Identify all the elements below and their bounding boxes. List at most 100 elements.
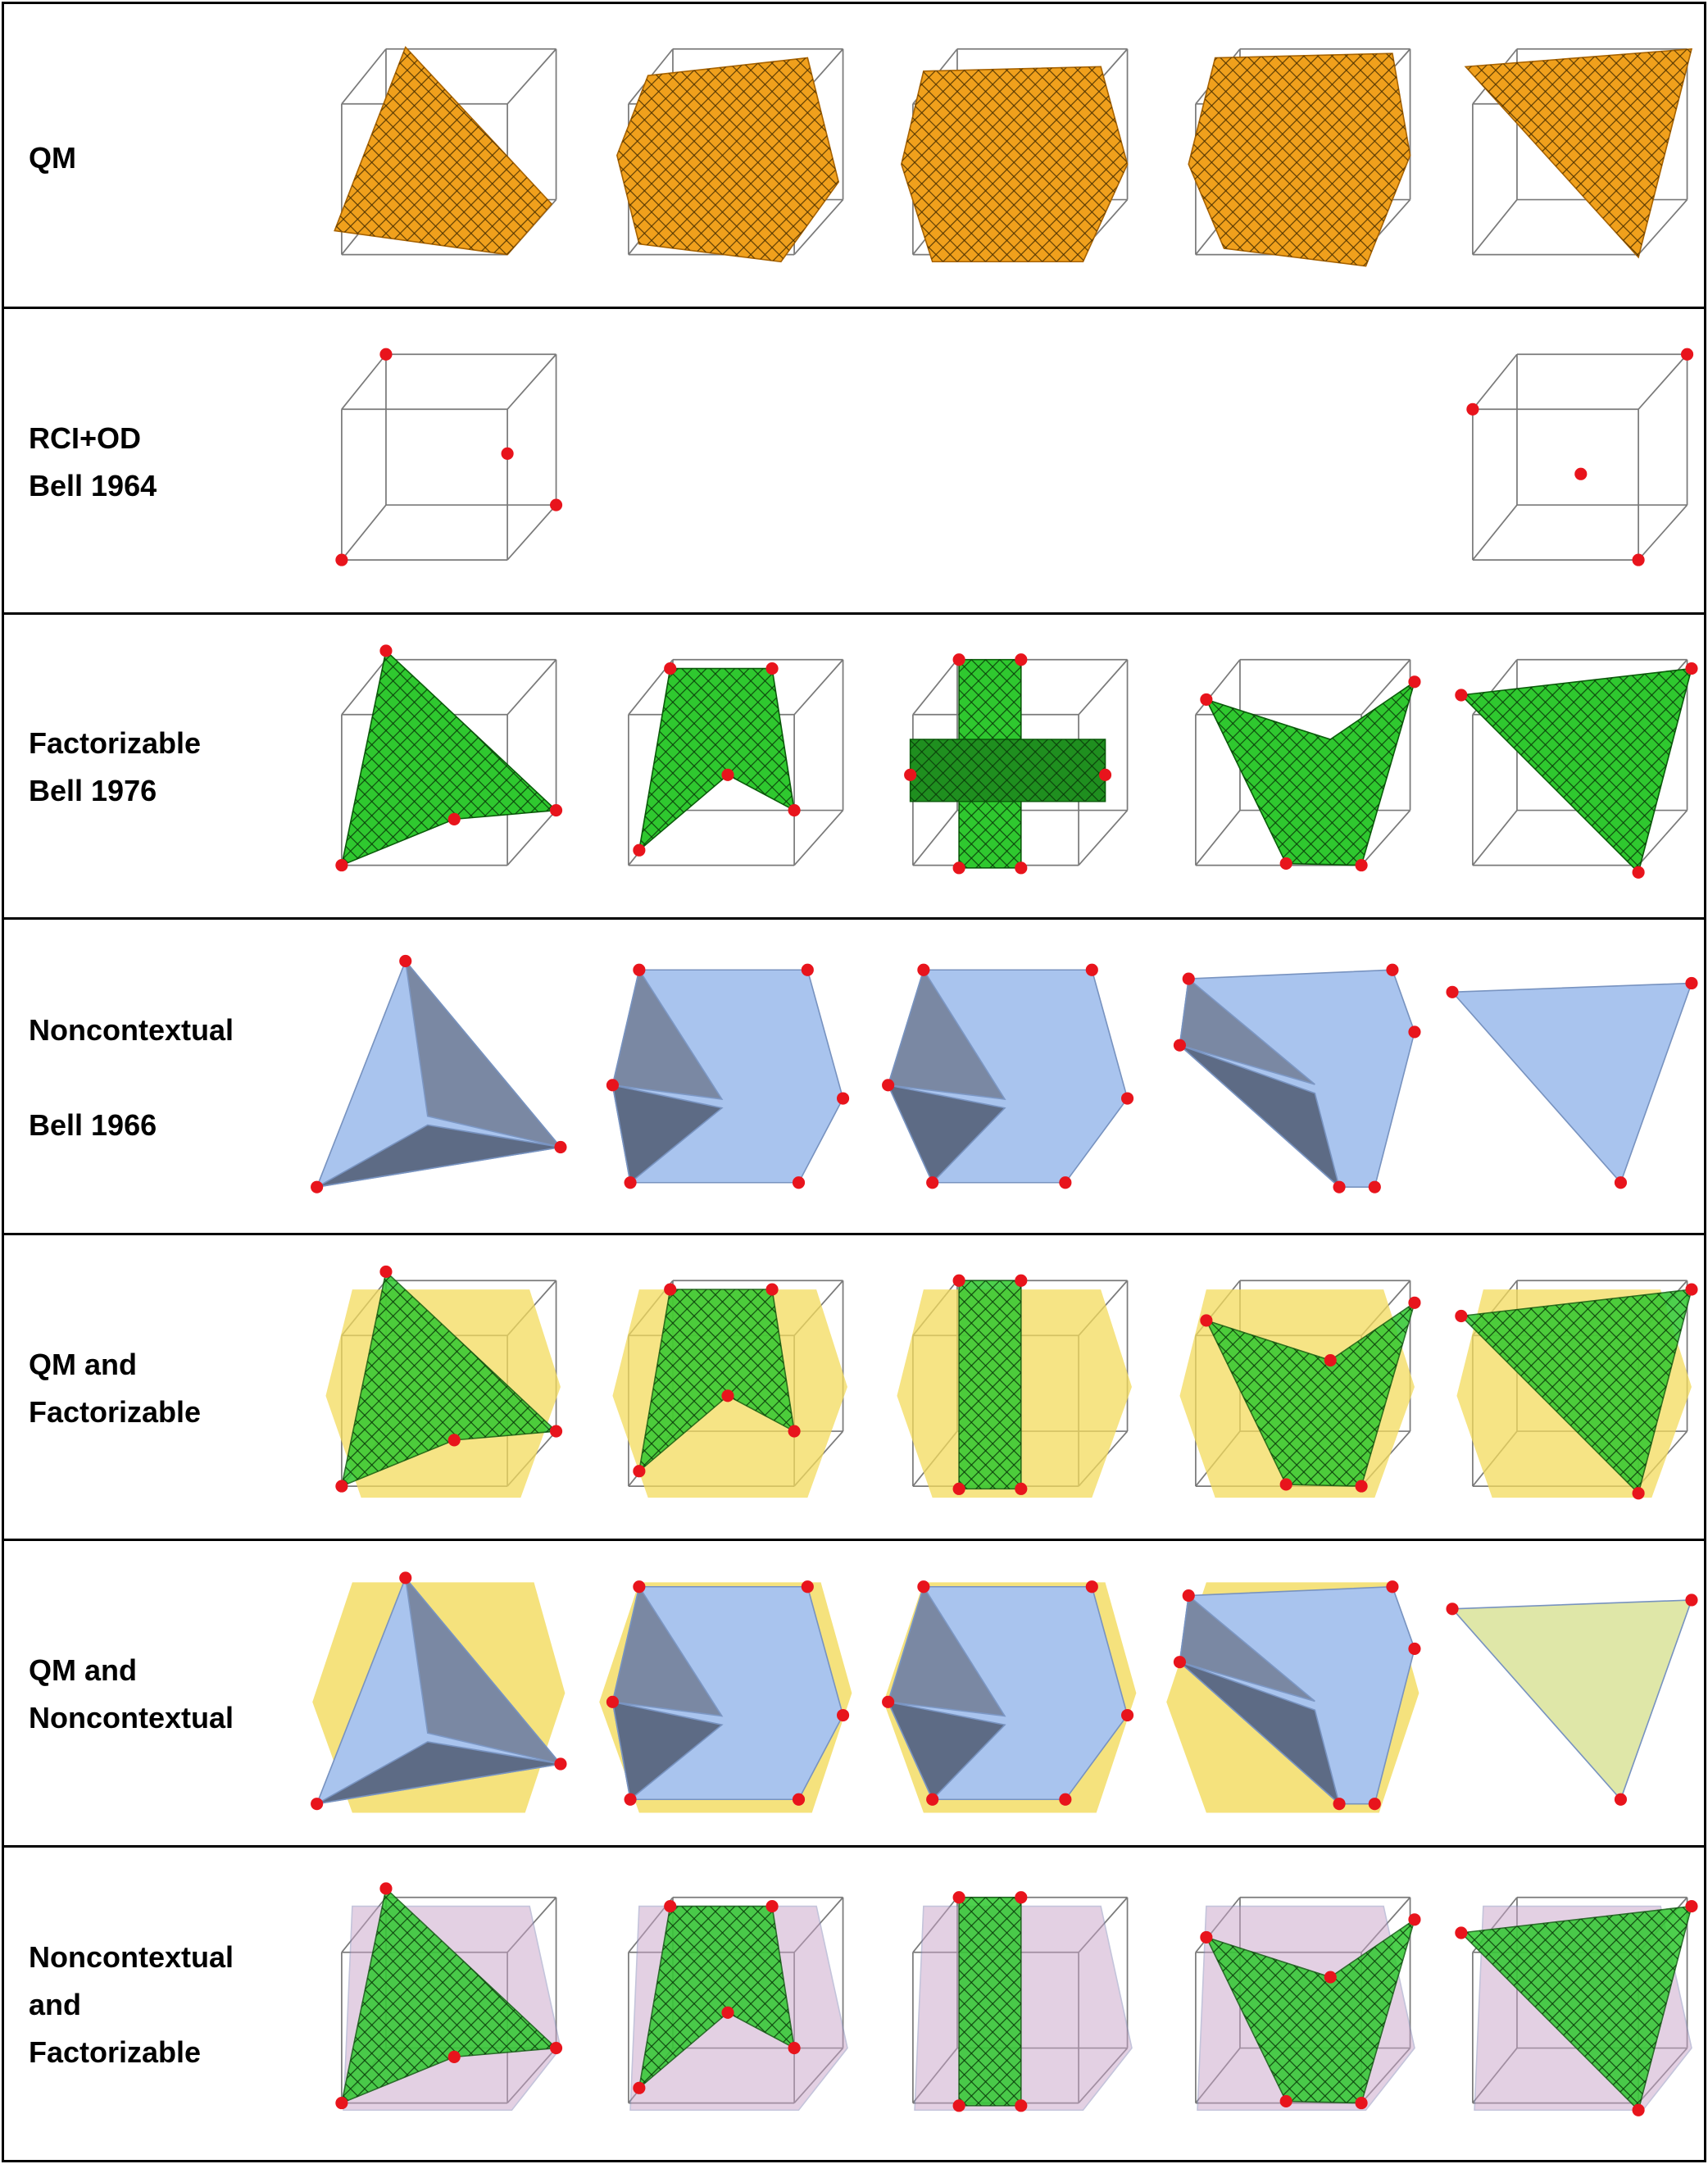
vertex-dot [335,1480,348,1493]
vertex-dot [801,1580,814,1593]
vertex-dot [379,644,393,657]
vertex-dot [792,1176,806,1189]
row-label-line: QM [29,140,76,175]
vertex-dot [379,1265,393,1279]
row-label-line: QM and [29,1653,137,1687]
vertex-dot [1355,1480,1368,1493]
row-label: Noncontextual Bell 1966 [29,1007,291,1149]
row-plots [283,4,1696,307]
plot-cell [1430,1853,1708,2155]
polytope-plot [1173,963,1421,1193]
plot-cell [1153,1853,1437,2155]
polytope-plot [311,1571,567,1813]
vertex-dot [633,963,646,976]
polytope-plot [1464,48,1693,259]
plot-cell [870,620,1154,912]
vertex-dot [1614,1176,1628,1189]
vertex-dot [836,1092,850,1105]
vertex-dot [554,1140,567,1154]
row-label-line: and [29,1988,82,2021]
vertex-dot [1200,693,1213,706]
vertex-dot [917,963,930,976]
vertex-dot [1279,1478,1292,1491]
vertex-dot [447,2050,461,2063]
row-plots [283,309,1696,612]
vertex-dot [606,1695,620,1708]
polytope-plot [334,46,557,256]
vertex-dot [447,1434,461,1447]
vertex-dot [788,1425,801,1438]
vertex-dot [311,1798,324,1811]
vertex-dot [1085,1580,1098,1593]
polytope-plot [325,1265,563,1498]
vertex-dot [1173,1656,1187,1669]
plot-cell [870,1546,1154,1840]
vertex-dot [1015,653,1028,666]
vertex-dot [788,2041,801,2055]
vertex-dot [633,1580,646,1593]
plot-cell [586,9,870,302]
cube-frame [1472,353,1688,561]
row-plots [283,1235,1698,1539]
vertex-dot [1455,1926,1468,1939]
vertex-dot [765,661,779,675]
polytope-plot [912,1891,1133,2112]
vertex-dot [1632,553,1645,566]
plot-cell [299,1546,583,1840]
vertex-dot [1015,2099,1028,2112]
vertex-dot [1455,689,1468,702]
polytope-plot [1179,1280,1421,1498]
vertex-dot [926,1176,939,1189]
vertex-dot [1368,1798,1381,1811]
vertex-dot [1455,1309,1468,1323]
vertex-dot [1120,1092,1134,1105]
polytope-plot [1455,1896,1698,2116]
vertex-dot [1015,862,1028,875]
row-label-line: Noncontextual [29,1012,234,1047]
polytope-plot [1195,658,1421,872]
vertex-dot [335,553,348,566]
row-plots [283,615,1698,917]
plot-cell [870,9,1154,302]
polytope-plot [335,644,563,872]
row-label-line: Noncontextual [29,1701,234,1734]
plot-cell [870,1240,1154,1534]
row-plots [283,920,1698,1233]
plot-cell [1430,925,1708,1228]
vertex-dot [1685,976,1698,990]
vertex-dot [1386,963,1399,976]
vertex-dot [1685,1283,1698,1296]
vertex-dot [549,803,563,817]
vertex-dot [1015,1891,1028,1904]
plot-cell [1430,314,1708,607]
polytope-plot [882,1580,1137,1813]
vertex-dot [1446,985,1459,998]
vertex-dot [664,1283,677,1296]
plot-cell [299,620,583,912]
vertex-dot [1059,1793,1072,1806]
polytope-plot [1455,1280,1698,1500]
vertex-dot [501,447,514,460]
vertex-dot [926,1793,939,1806]
plot-cell [870,925,1154,1228]
row-label-line: Factorizable [29,726,202,760]
vertex-dot [836,1708,850,1722]
plot-cell [870,314,1154,607]
row-label-line [29,1054,291,1102]
plot-cell [586,925,870,1228]
vertex-dot [335,2097,348,2110]
polytope-plot [1455,658,1698,879]
vertex-dot [1015,1482,1028,1495]
plot-cell [586,1853,870,2155]
vertex-dot [1632,866,1645,879]
row-label-line: Bell 1976 [29,774,157,807]
vertex-dot [1574,467,1588,480]
vertex-dot [1333,1798,1346,1811]
polytope-plot [612,1280,847,1498]
